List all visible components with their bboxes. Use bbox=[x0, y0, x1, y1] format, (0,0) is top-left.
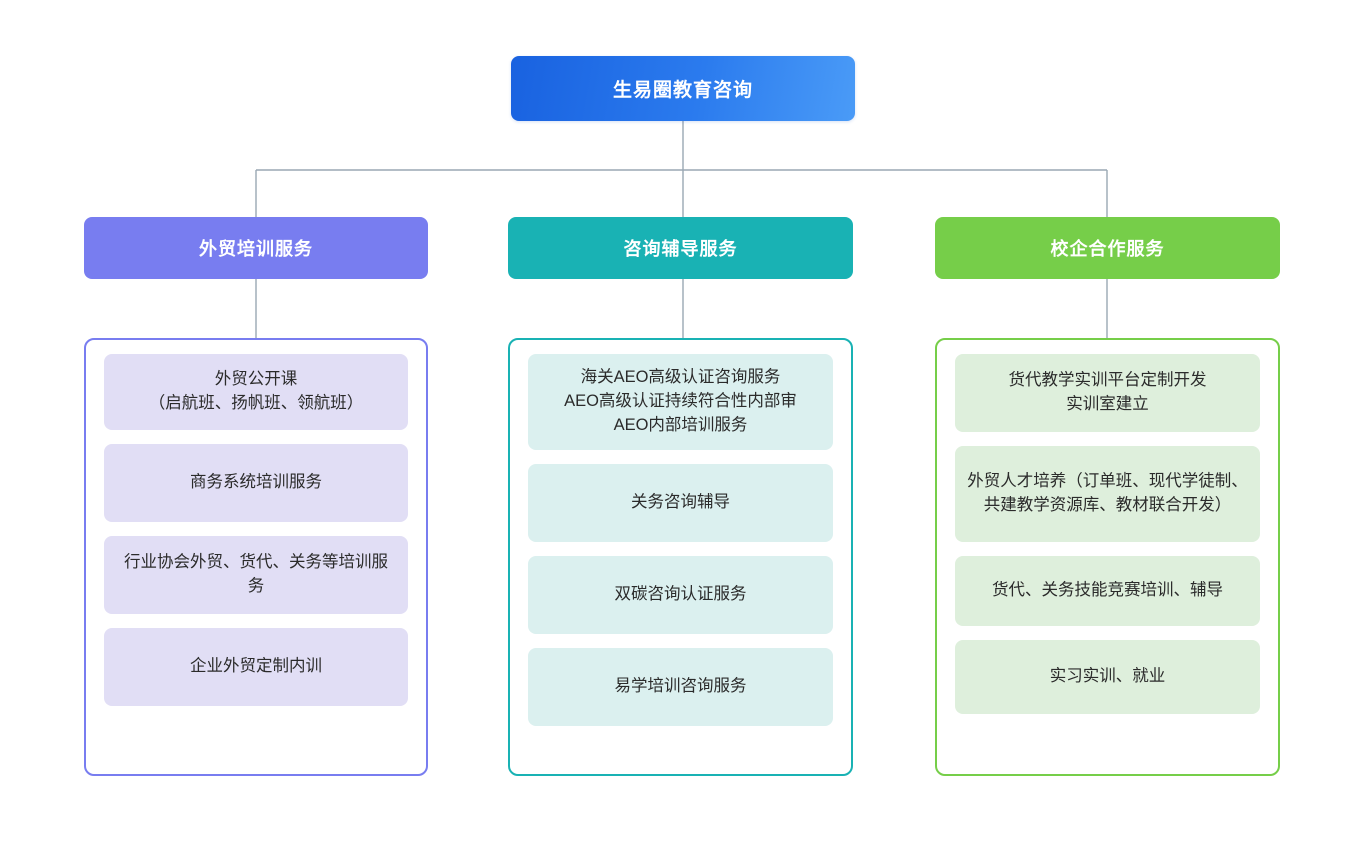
root-node[interactable]: 生易圈教育咨询 bbox=[511, 56, 855, 121]
group-box-school-enterprise: 货代教学实训平台定制开发 实训室建立 外贸人才培养（订单班、现代学徒制、共建教学… bbox=[935, 338, 1280, 776]
service-item[interactable]: 双碳咨询认证服务 bbox=[528, 556, 833, 634]
service-item[interactable]: 货代教学实训平台定制开发 实训室建立 bbox=[955, 354, 1260, 432]
category-header-label: 校企合作服务 bbox=[1050, 239, 1165, 259]
service-item[interactable]: 外贸公开课 （启航班、扬帆班、领航班） bbox=[104, 354, 408, 430]
service-item[interactable]: 海关AEO高级认证咨询服务 AEO高级认证持续符合性内部审 AEO内部培训服务 bbox=[528, 354, 833, 450]
category-header-consulting[interactable]: 咨询辅导服务 bbox=[508, 217, 853, 279]
category-header-training[interactable]: 外贸培训服务 bbox=[84, 217, 428, 279]
service-item[interactable]: 实习实训、就业 bbox=[955, 640, 1260, 714]
group-box-training: 外贸公开课 （启航班、扬帆班、领航班） 商务系统培训服务 行业协会外贸、货代、关… bbox=[84, 338, 428, 776]
root-node-label: 生易圈教育咨询 bbox=[612, 80, 753, 101]
category-header-label: 咨询辅导服务 bbox=[623, 239, 738, 259]
category-header-label: 外贸培训服务 bbox=[199, 239, 313, 259]
service-item[interactable]: 易学培训咨询服务 bbox=[528, 648, 833, 726]
service-item[interactable]: 外贸人才培养（订单班、现代学徒制、共建教学资源库、教材联合开发） bbox=[955, 446, 1260, 542]
service-item[interactable]: 商务系统培训服务 bbox=[104, 444, 408, 522]
category-header-school-enterprise[interactable]: 校企合作服务 bbox=[935, 217, 1280, 279]
service-item[interactable]: 货代、关务技能竞赛培训、辅导 bbox=[955, 556, 1260, 626]
service-item[interactable]: 行业协会外贸、货代、关务等培训服务 bbox=[104, 536, 408, 614]
service-item[interactable]: 企业外贸定制内训 bbox=[104, 628, 408, 706]
service-item[interactable]: 关务咨询辅导 bbox=[528, 464, 833, 542]
group-box-consulting: 海关AEO高级认证咨询服务 AEO高级认证持续符合性内部审 AEO内部培训服务 … bbox=[508, 338, 853, 776]
